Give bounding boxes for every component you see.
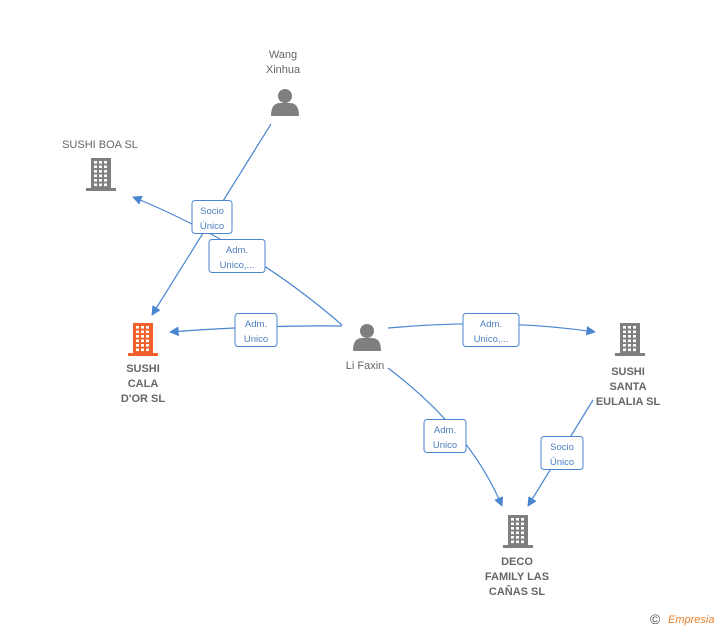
edge-label-box xyxy=(540,436,584,470)
edge-label-text: Socio xyxy=(550,442,574,453)
edge-label-text: Socio xyxy=(200,206,224,217)
node-sushi-cala[interactable]: SUSHI CALA D'OR SL xyxy=(121,323,165,405)
building-icon xyxy=(503,515,533,548)
edge-label-li-to-deco[interactable]: Adm. Unico xyxy=(423,419,467,453)
edge-label-box xyxy=(423,419,467,453)
building-icon xyxy=(615,323,645,356)
node-label: FAMILY LAS xyxy=(485,571,549,583)
node-label: SUSHI xyxy=(126,363,160,375)
node-label: CAÑAS SL xyxy=(489,585,546,598)
node-label: SANTA xyxy=(609,381,646,393)
edge-label-li-to-sushi-cala[interactable]: Adm. Unico xyxy=(234,313,278,347)
edge-label-text: Adm. xyxy=(245,319,267,330)
building-icon xyxy=(128,323,158,356)
edge-label-box xyxy=(191,200,233,234)
node-sushi-boa[interactable]: SUSHI BOA SL xyxy=(62,139,138,191)
edge-label-text: Unico xyxy=(244,334,268,345)
edge-label-box xyxy=(462,313,520,347)
person-icon xyxy=(271,89,299,116)
person-icon xyxy=(353,324,381,351)
node-sushi-santa[interactable]: SUSHI SANTA EULALIA SL xyxy=(596,323,661,408)
edge-label-text: Único xyxy=(200,221,224,232)
edge-label-text: Unico xyxy=(433,440,457,451)
node-label: SUSHI BOA SL xyxy=(62,139,138,151)
edge-label-text: Unico,... xyxy=(220,260,255,271)
edges-layer xyxy=(132,123,596,507)
building-icon xyxy=(86,158,116,191)
edge-label-text: Único xyxy=(550,457,574,468)
footer-brand[interactable]: © Empresia xyxy=(650,611,714,627)
node-label: DECO xyxy=(501,556,533,568)
node-label: Xinhua xyxy=(266,64,301,76)
edge-label-text: Adm. xyxy=(434,425,456,436)
edge-labels-layer: SocioÚnicoAdm.Unico,...Adm.UnicoAdm.Unic… xyxy=(191,200,584,470)
node-li[interactable]: Li Faxin xyxy=(346,324,385,372)
edge-label-box xyxy=(208,239,266,273)
brand-name: Empresia xyxy=(668,614,714,626)
edge-label-li-to-sushi-boa[interactable]: Adm. Unico,... xyxy=(208,239,266,273)
node-label: D'OR SL xyxy=(121,393,165,405)
node-label: Wang xyxy=(269,49,297,61)
node-label: CALA xyxy=(128,378,159,390)
edge-label-text: Adm. xyxy=(226,245,248,256)
node-label: SUSHI xyxy=(611,366,645,378)
node-label: Li Faxin xyxy=(346,360,385,372)
copyright-icon: © xyxy=(650,611,661,627)
edge-label-box xyxy=(234,313,278,347)
edge-label-text: Unico,... xyxy=(474,334,509,345)
edge-label-li-to-sushi-santa[interactable]: Adm. Unico,... xyxy=(462,313,520,347)
node-deco[interactable]: DECO FAMILY LAS CAÑAS SL xyxy=(485,515,549,598)
edge-label-text: Adm. xyxy=(480,319,502,330)
node-label: EULALIA SL xyxy=(596,396,661,408)
